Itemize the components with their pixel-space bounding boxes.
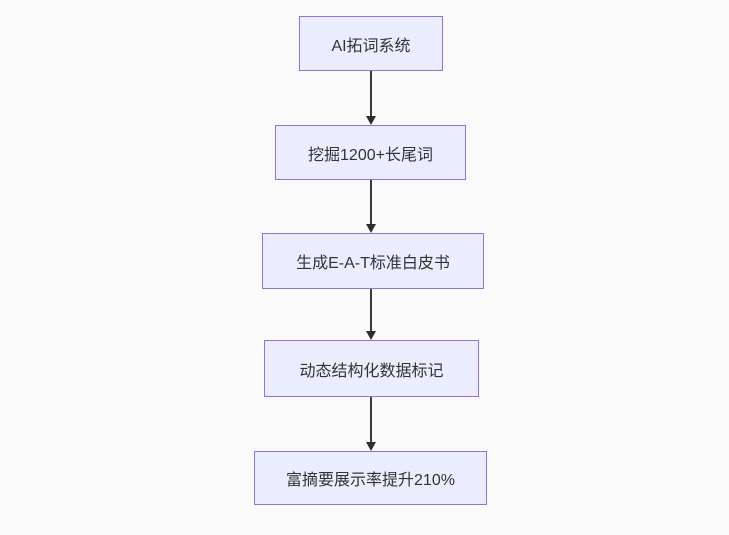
flow-node-ai-word-expansion-system: AI拓词系统 xyxy=(299,16,443,71)
flow-node-rich-snippet-rate-increase: 富摘要展示率提升210% xyxy=(254,451,487,505)
arrow-shaft xyxy=(370,397,372,443)
arrow-shaft xyxy=(370,71,372,117)
arrow-shaft xyxy=(370,289,372,332)
arrow-down-icon xyxy=(366,331,376,340)
flow-node-label: 挖掘1200+长尾词 xyxy=(308,146,433,164)
arrow-shaft xyxy=(370,180,372,225)
arrow-down-icon xyxy=(366,116,376,125)
flow-node-label: 富摘要展示率提升210% xyxy=(286,472,455,489)
flow-node-label: 动态结构化数据标记 xyxy=(299,362,444,380)
flow-node-label: AI拓词系统 xyxy=(331,37,411,55)
flow-node-dynamic-structured-data-markup: 动态结构化数据标记 xyxy=(264,340,479,397)
flow-edge-2 xyxy=(365,180,377,233)
arrow-down-icon xyxy=(366,442,376,451)
flow-edge-4 xyxy=(365,397,377,451)
flow-node-generate-eat-whitepaper: 生成E-A-T标准白皮书 xyxy=(262,233,484,289)
arrow-down-icon xyxy=(366,224,376,233)
flow-edge-1 xyxy=(365,71,377,125)
flow-edge-3 xyxy=(365,289,377,340)
flow-node-label: 生成E-A-T标准白皮书 xyxy=(296,255,450,272)
flow-node-mine-longtail-keywords: 挖掘1200+长尾词 xyxy=(275,125,466,180)
